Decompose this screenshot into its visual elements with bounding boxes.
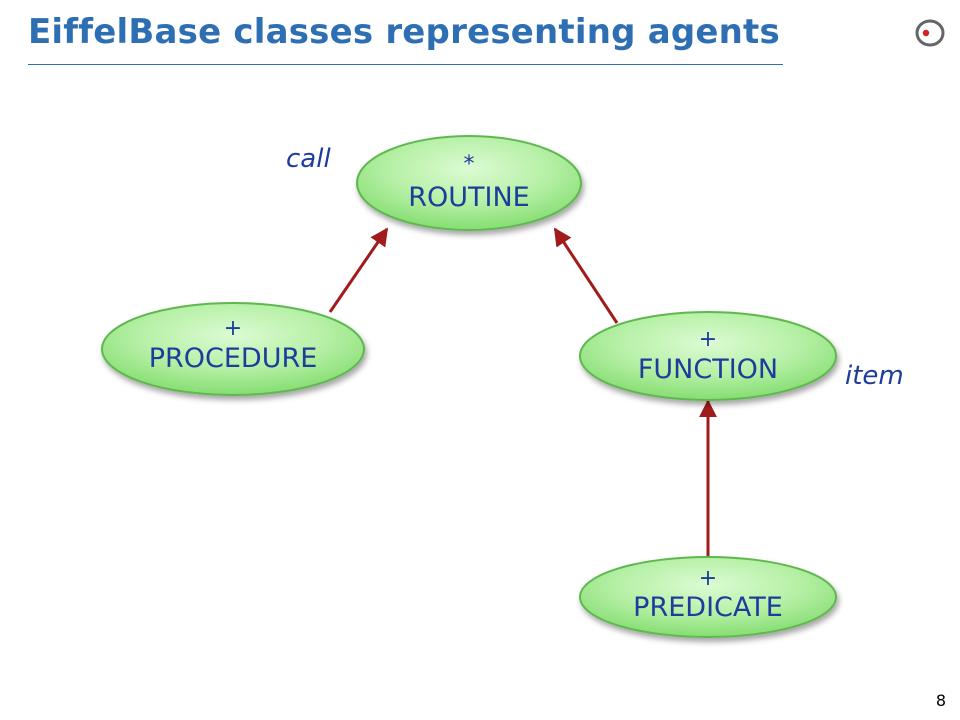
node-ellipse: [579, 311, 837, 401]
node-ellipse: [579, 556, 837, 638]
title-underline: [28, 64, 783, 65]
node-ellipse: [101, 302, 365, 396]
page-number: 8: [935, 691, 946, 710]
class-node-procedure: + PROCEDURE: [101, 302, 365, 396]
edge-function-to-routine: [553, 227, 619, 324]
effective-marker: +: [224, 316, 242, 341]
class-name: PROCEDURE: [149, 343, 318, 374]
class-name: FUNCTION: [638, 354, 778, 385]
class-name: ROUTINE: [408, 182, 530, 213]
class-node-predicate: + PREDICATE: [579, 556, 837, 638]
effective-marker: +: [699, 327, 717, 352]
slide-title: EiffelBase classes representing agents: [28, 12, 780, 52]
class-name: PREDICATE: [633, 592, 783, 623]
class-node-routine: * ROUTINE: [356, 135, 582, 231]
feature-label-call: call: [286, 144, 331, 174]
deferred-marker: *: [464, 152, 475, 177]
feature-label-item: item: [845, 361, 904, 391]
node-ellipse: [356, 135, 582, 231]
eiffel-logo-icon: [915, 19, 945, 47]
class-node-function: + FUNCTION: [579, 311, 837, 401]
edge-procedure-to-routine: [328, 227, 389, 313]
effective-marker: +: [699, 566, 717, 591]
